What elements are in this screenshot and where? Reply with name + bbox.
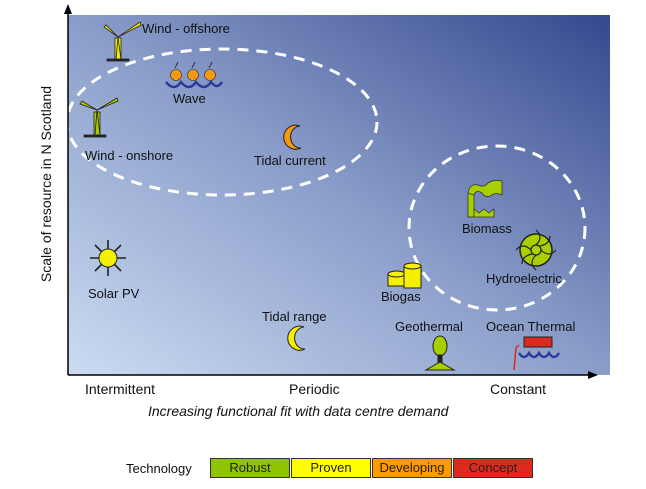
label-solar-pv: Solar PV xyxy=(88,286,140,301)
label-ocean-thermal: Ocean Thermal xyxy=(486,319,576,334)
cluster-constant xyxy=(407,144,587,312)
x-axis-arrow xyxy=(588,371,598,379)
turbine-icon xyxy=(515,229,557,271)
x-axis-label: Increasing functional fit with data cent… xyxy=(148,403,449,419)
wave-icon xyxy=(165,61,224,89)
label-wave: Wave xyxy=(173,91,206,106)
label-biomass: Biomass xyxy=(462,221,512,236)
y-axis-label: Scale of resource in N Scotland xyxy=(38,85,54,283)
moon-icon xyxy=(283,124,302,150)
y-axis-arrow xyxy=(64,4,72,14)
legend-developing: Developing xyxy=(372,458,452,478)
label-tidal-range: Tidal range xyxy=(262,309,327,324)
wind-turbine-icon xyxy=(79,97,119,138)
x-tick-periodic: Periodic xyxy=(289,381,340,397)
legend-concept: Concept xyxy=(453,458,533,478)
moon-icon xyxy=(287,325,306,351)
sun-icon xyxy=(90,240,126,276)
cluster-intermittent xyxy=(68,47,379,197)
ocean-thermal-icon xyxy=(513,336,561,371)
label-hydroelectric: Hydroelectric xyxy=(486,271,562,286)
factory-icon xyxy=(467,179,503,218)
wind-turbine-icon xyxy=(103,21,142,62)
legend-title: Technology xyxy=(126,461,192,476)
label-geothermal: Geothermal xyxy=(395,319,463,334)
legend-proven: Proven xyxy=(291,458,371,478)
label-wind-onshore: Wind - onshore xyxy=(85,148,174,163)
x-tick-constant: Constant xyxy=(490,381,547,397)
label-wind-offshore: Wind - offshore xyxy=(142,21,230,36)
legend-robust: Robust xyxy=(210,458,290,478)
label-biogas: Biogas xyxy=(381,289,421,304)
tree-icon xyxy=(424,335,456,371)
label-tidal-current: Tidal current xyxy=(254,153,326,168)
x-tick-intermittent: Intermittent xyxy=(85,381,156,397)
tanks-icon xyxy=(387,262,422,289)
